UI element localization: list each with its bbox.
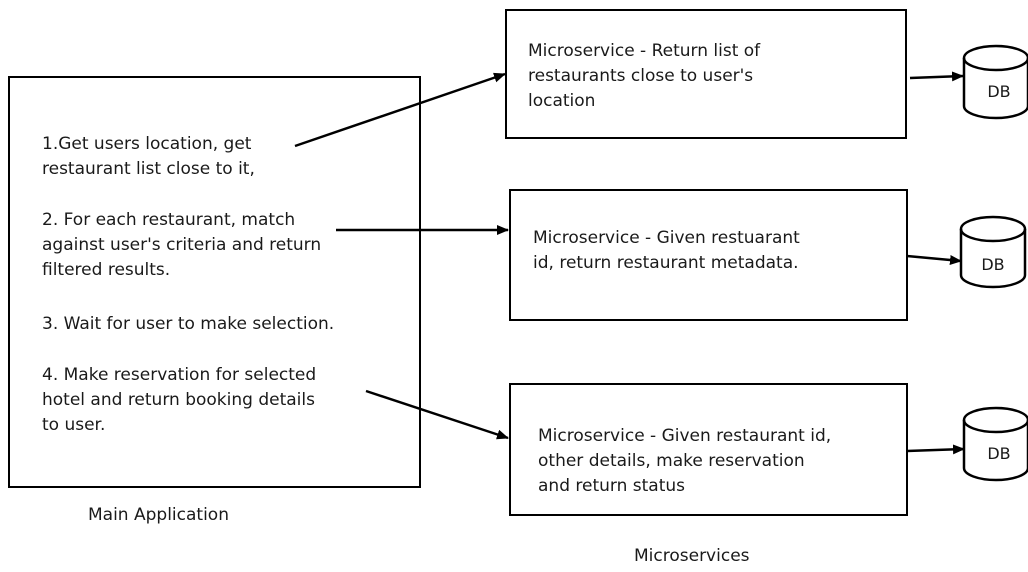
db-cylinder-2: DB (959, 215, 1027, 289)
microservice-box-3 (509, 383, 908, 516)
main-step-1: 1.Get users location, get restaurant lis… (42, 134, 255, 179)
main-step-3: 3. Wait for user to make selection. (42, 314, 335, 334)
arrow-step4-to-ms3 (365, 389, 509, 440)
db-label-3: DB (987, 444, 1010, 463)
arrow-ms2-to-db2 (906, 254, 962, 265)
main-application-caption: Main Application (88, 505, 229, 525)
microservices-caption: Microservices (634, 546, 750, 566)
arrow-ms1-to-db1 (909, 71, 964, 82)
db-cylinder-1: DB (962, 44, 1028, 120)
main-step-4: 4. Make reservation for selected hotel a… (42, 365, 317, 435)
microservice-box-2 (509, 189, 908, 321)
arrow-step1-to-ms1 (294, 72, 506, 148)
db-label-1: DB (987, 82, 1010, 101)
main-step-2: 2. For each restaurant, match against us… (42, 210, 322, 280)
db-label-2: DB (981, 255, 1004, 274)
microservice-3-text: Microservice - Given restaurant id, othe… (538, 426, 832, 496)
db-cylinder-3: DB (962, 406, 1028, 482)
microservice-box-1 (505, 9, 907, 139)
main-application-box (8, 76, 421, 488)
arrow-ms3-to-db3 (906, 444, 965, 455)
microservice-2-text: Microservice - Given restuarant id, retu… (533, 228, 800, 273)
microservice-1-text: Microservice - Return list of restaurant… (528, 41, 761, 111)
